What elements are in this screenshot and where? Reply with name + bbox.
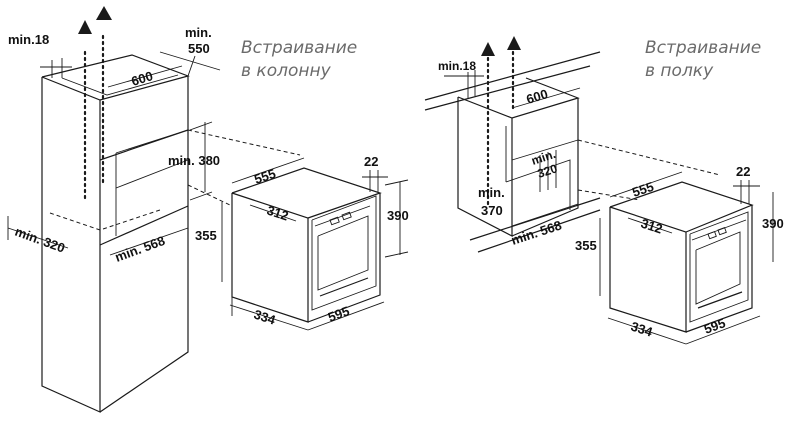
- left-22-label: 22: [364, 154, 378, 169]
- right-312-label: 312: [639, 216, 664, 237]
- left-min18-label: min.18: [8, 32, 49, 47]
- right-depth-555-label: 555: [630, 179, 655, 200]
- right-334-label: 334: [629, 319, 655, 340]
- left-595-label: 595: [326, 303, 352, 325]
- left-title-line1: Встраивание: [241, 38, 357, 58]
- vent-arrow-icon: [78, 20, 92, 34]
- right-title-line2: в полку: [645, 61, 714, 81]
- right-title-line1: Встраивание: [645, 38, 761, 58]
- right-min370-label-a: min.: [478, 185, 505, 200]
- left-334-label: 334: [252, 307, 278, 328]
- left-width-600-label: 600: [129, 68, 154, 89]
- right-595-label: 595: [702, 315, 728, 337]
- left-390-label: 390: [387, 208, 409, 223]
- left-min320-label: min. 320: [13, 224, 67, 256]
- right-min568-label: min. 568: [509, 218, 563, 248]
- vent-arrow-icon: [481, 42, 495, 56]
- left-min550-label-a: min.: [185, 25, 212, 40]
- right-390-label: 390: [762, 216, 784, 231]
- left-oven: [221, 157, 409, 331]
- right-width-600-label: 600: [524, 86, 549, 107]
- shelf-cabinet: [424, 36, 721, 253]
- left-min380-label: min. 380: [168, 153, 220, 168]
- vent-arrow-icon: [507, 36, 521, 50]
- left-title-line2: в колонну: [241, 61, 332, 81]
- left-depth-555-label: 555: [252, 166, 277, 187]
- left-min568-label: min. 568: [113, 233, 167, 265]
- right-min320-label-b: 320: [536, 161, 560, 181]
- left-min550-label-b: 550: [188, 41, 210, 56]
- right-min370-label-b: 370: [481, 203, 503, 218]
- vent-arrow-icon: [96, 6, 112, 20]
- right-22-label: 22: [736, 164, 750, 179]
- column-cabinet: [7, 6, 301, 413]
- right-355-label: 355: [575, 238, 597, 253]
- right-min18-label: min.18: [438, 59, 476, 73]
- left-312-label: 312: [265, 203, 290, 224]
- right-oven: [599, 171, 774, 345]
- left-355-label: 355: [195, 228, 217, 243]
